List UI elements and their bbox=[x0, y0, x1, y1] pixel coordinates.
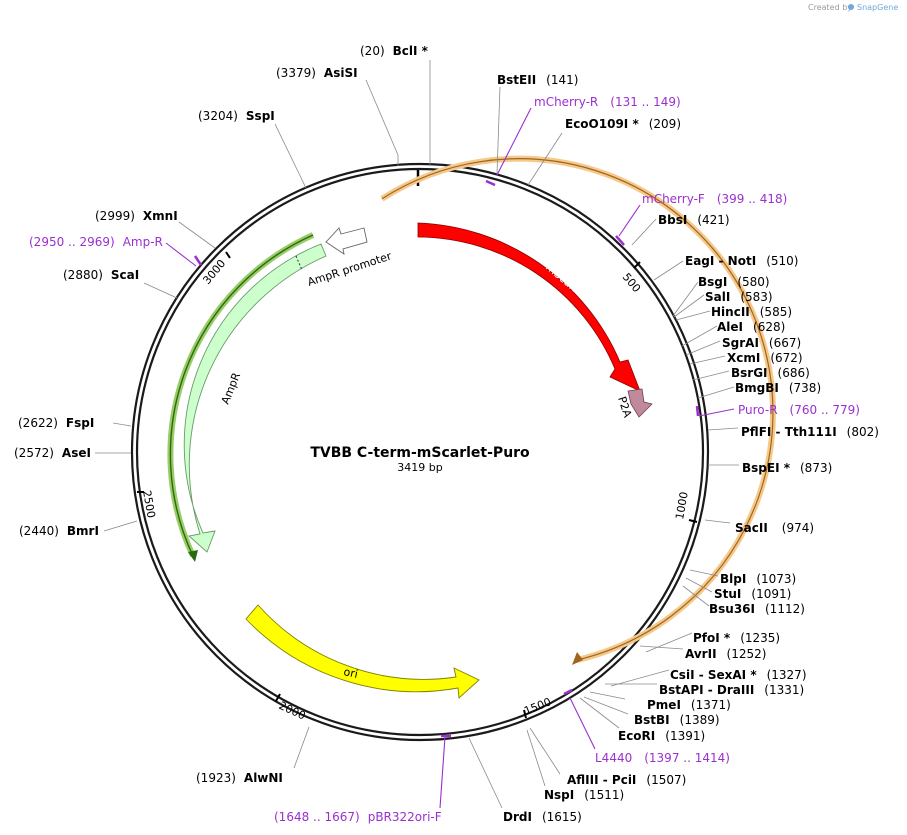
site-afliii-pcii[interactable]: AflIII - PciI(1507) bbox=[567, 773, 686, 787]
site-asisi[interactable]: (3379)AsiSI bbox=[276, 66, 358, 80]
site-hincii[interactable]: HincII(585) bbox=[711, 305, 792, 319]
site-pmei[interactable]: PmeI(1371) bbox=[647, 698, 731, 712]
ampr-split-marker bbox=[295, 255, 303, 271]
site-scai[interactable]: (2880)ScaI bbox=[63, 268, 139, 282]
site-bmri[interactable]: (2440)BmrI bbox=[19, 524, 99, 538]
primer-mcherry-f[interactable]: mCherry-F(399 .. 418) bbox=[642, 192, 787, 206]
ampr-feature[interactable] bbox=[183, 243, 327, 553]
site-bsteii[interactable]: BstEII(141) bbox=[497, 73, 578, 87]
plasmid-length: 3419 bp bbox=[397, 461, 442, 474]
site-xcmi[interactable]: XcmI(672) bbox=[727, 351, 803, 365]
brand-text: SnapGene bbox=[857, 3, 898, 12]
site-bstbi[interactable]: BstBI(1389) bbox=[634, 713, 720, 727]
site-bcli[interactable]: (20)BclI * bbox=[360, 44, 429, 58]
site-sali[interactable]: SalI(583) bbox=[705, 290, 773, 304]
site-bmgbi[interactable]: BmgBI(738) bbox=[735, 381, 821, 395]
primer-l4440[interactable]: L4440(1397 .. 1414) bbox=[595, 751, 730, 765]
site-sacii[interactable]: SacII(974) bbox=[735, 521, 814, 535]
snapgene-logo-icon bbox=[848, 4, 854, 10]
enzyme-leader-lines bbox=[95, 60, 739, 809]
orf-line bbox=[381, 158, 774, 661]
tick-label-2500: 2500 bbox=[140, 489, 158, 519]
site-ecori[interactable]: EcoRI(1391) bbox=[618, 729, 705, 743]
site-fspi[interactable]: (2622)FspI bbox=[18, 416, 94, 430]
plasmid-title: TVBB C-term-mScarlet-Puro bbox=[310, 445, 530, 461]
ori-feature[interactable] bbox=[245, 604, 480, 699]
site-sspi[interactable]: (3204)SspI bbox=[198, 109, 275, 123]
site-bbsi[interactable]: BbsI(421) bbox=[658, 213, 730, 227]
site-pflfi-tth111i[interactable]: PflFI - Tth111I(802) bbox=[741, 425, 879, 439]
site-xmni[interactable]: (2999)XmnI bbox=[95, 209, 178, 223]
primer-amp-r[interactable]: (2950 .. 2969)Amp-R bbox=[29, 235, 163, 249]
site-drdi[interactable]: DrdI(1615) bbox=[503, 810, 582, 824]
ori-label: ori bbox=[342, 665, 359, 681]
site-blpi[interactable]: BlpI(1073) bbox=[720, 572, 796, 586]
primer-marks bbox=[165, 107, 735, 809]
ampr-promoter-feature[interactable] bbox=[325, 227, 368, 255]
primer-puro-r[interactable]: Puro-R(760 .. 779) bbox=[738, 403, 860, 417]
site-bstapi-draiii[interactable]: BstAPI - DraIII(1331) bbox=[659, 683, 804, 697]
tick-label-2000: 2000 bbox=[277, 699, 308, 723]
p2a-feature[interactable] bbox=[627, 388, 653, 418]
ampr-orf-line bbox=[169, 234, 314, 557]
enzyme-site-labels: (20)BclI * (3379)AsiSI (3204)SspI (2999)… bbox=[14, 44, 879, 824]
site-avrii[interactable]: AvrII(1252) bbox=[685, 647, 766, 661]
site-stui[interactable]: StuI(1091) bbox=[714, 587, 791, 601]
credit-text: Created by bbox=[808, 3, 852, 12]
backbone-outer-ring bbox=[130, 162, 710, 742]
site-bsgi[interactable]: BsgI(580) bbox=[698, 275, 770, 289]
site-csii-sexai[interactable]: CsiI - SexAI *(1327) bbox=[670, 668, 807, 682]
site-alwni[interactable]: (1923)AlwNI bbox=[196, 771, 283, 785]
tick-label-1000: 1000 bbox=[673, 491, 691, 521]
backbone-inner-ring bbox=[135, 167, 705, 737]
primer-mcherry-r[interactable]: mCherry-R(131 .. 149) bbox=[534, 95, 681, 109]
site-nspi[interactable]: NspI(1511) bbox=[544, 788, 624, 802]
ampr-label: AmpR bbox=[219, 370, 243, 406]
site-asei[interactable]: (2572)AseI bbox=[14, 446, 91, 460]
site-eagi-noti[interactable]: EagI - NotI(510) bbox=[685, 254, 798, 268]
primer-labels: mCherry-R(131 .. 149) mCherry-F(399 .. 4… bbox=[29, 95, 860, 824]
site-alei[interactable]: AleI(628) bbox=[717, 320, 785, 334]
p2a-label: P2A bbox=[615, 395, 634, 420]
site-pfoi[interactable]: PfoI *(1235) bbox=[693, 631, 780, 645]
primer-pbr322ori-f[interactable]: (1648 .. 1667)pBR322ori-F bbox=[274, 810, 442, 824]
site-ecoo109i[interactable]: EcoO109I *(209) bbox=[565, 117, 681, 131]
site-bsu36i[interactable]: Bsu36I(1112) bbox=[709, 602, 805, 616]
site-sgrai[interactable]: SgrAI(667) bbox=[722, 336, 801, 350]
site-bsrgi[interactable]: BsrGI(686) bbox=[731, 366, 810, 380]
orf-arrowhead bbox=[572, 652, 583, 665]
mscarlet-feature[interactable] bbox=[417, 222, 641, 392]
ampr-orf-arrowhead bbox=[188, 550, 198, 562]
site-bspei[interactable]: BspEI *(873) bbox=[742, 461, 832, 475]
